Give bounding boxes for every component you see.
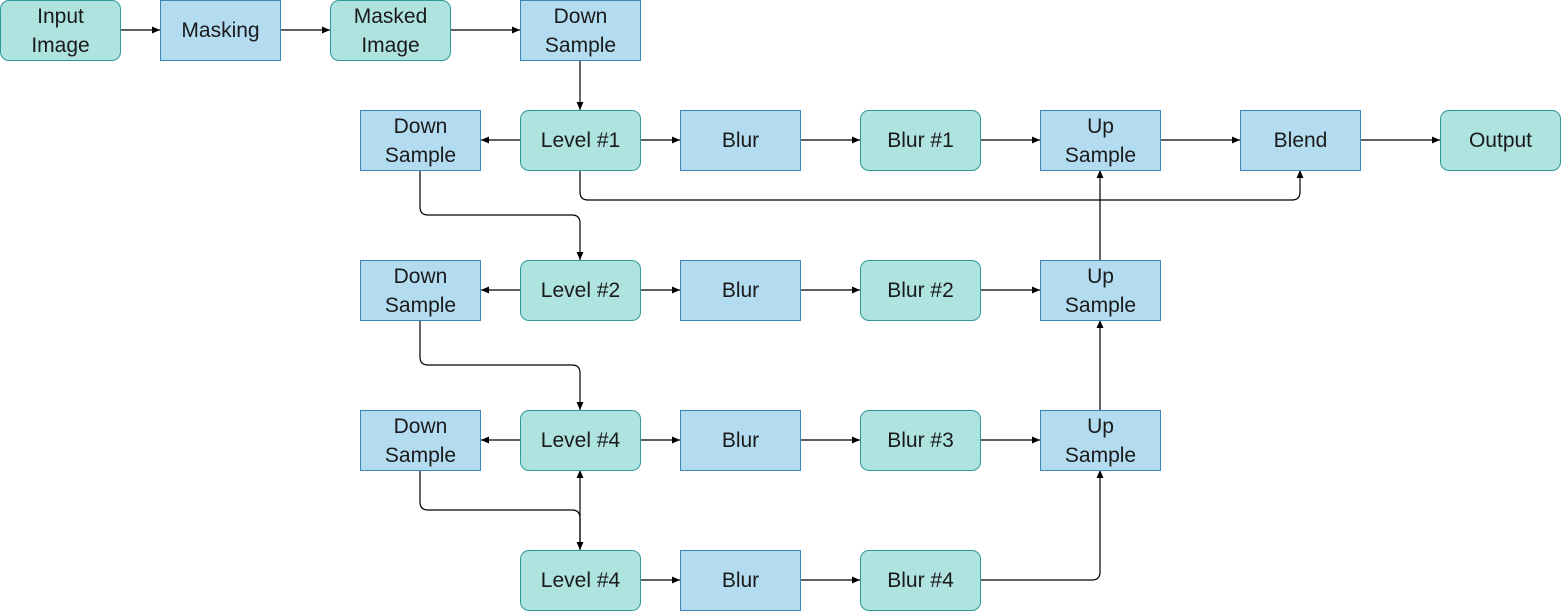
- blur-op-node-3: Blur: [680, 410, 801, 471]
- up-sample-node-1: Up Sample: [1040, 110, 1161, 171]
- edge-down-sample-3-to-level-4: [419, 470, 584, 550]
- up-sample-node-3: Up Sample: [1040, 410, 1161, 471]
- up-sample-node-2: Up Sample: [1040, 260, 1161, 321]
- level-3-node: Level #4: [520, 410, 641, 471]
- blur-op-node-1: Blur: [680, 110, 801, 171]
- edge-level-1-to-blend: [579, 170, 1304, 201]
- down-sample-node-1: Down Sample: [360, 110, 481, 171]
- down-sample-node-3: Down Sample: [360, 410, 481, 471]
- blend-node: Blend: [1240, 110, 1361, 171]
- blur-4-node: Blur #4: [860, 550, 981, 611]
- masking-node: Masking: [160, 0, 281, 61]
- level-4-node: Level #4: [520, 550, 641, 611]
- output-node: Output: [1440, 110, 1561, 171]
- level-2-node: Level #2: [520, 260, 641, 321]
- blur-1-node: Blur #1: [860, 110, 981, 171]
- down-sample-node-2: Down Sample: [360, 260, 481, 321]
- level-1-node: Level #1: [520, 110, 641, 171]
- blur-op-node-2: Blur: [680, 260, 801, 321]
- edge-down-sample-1-to-level-2: [419, 170, 584, 260]
- down-sample-node-initial: Down Sample: [520, 0, 641, 61]
- edge-blur-4-to-up-sample: [980, 470, 1104, 581]
- input-image-node: Input Image: [0, 0, 121, 61]
- blur-3-node: Blur #3: [860, 410, 981, 471]
- edge-down-sample-2-to-level-3: [419, 320, 584, 410]
- blur-2-node: Blur #2: [860, 260, 981, 321]
- masked-image-node: Masked Image: [330, 0, 451, 61]
- blur-op-node-4: Blur: [680, 550, 801, 611]
